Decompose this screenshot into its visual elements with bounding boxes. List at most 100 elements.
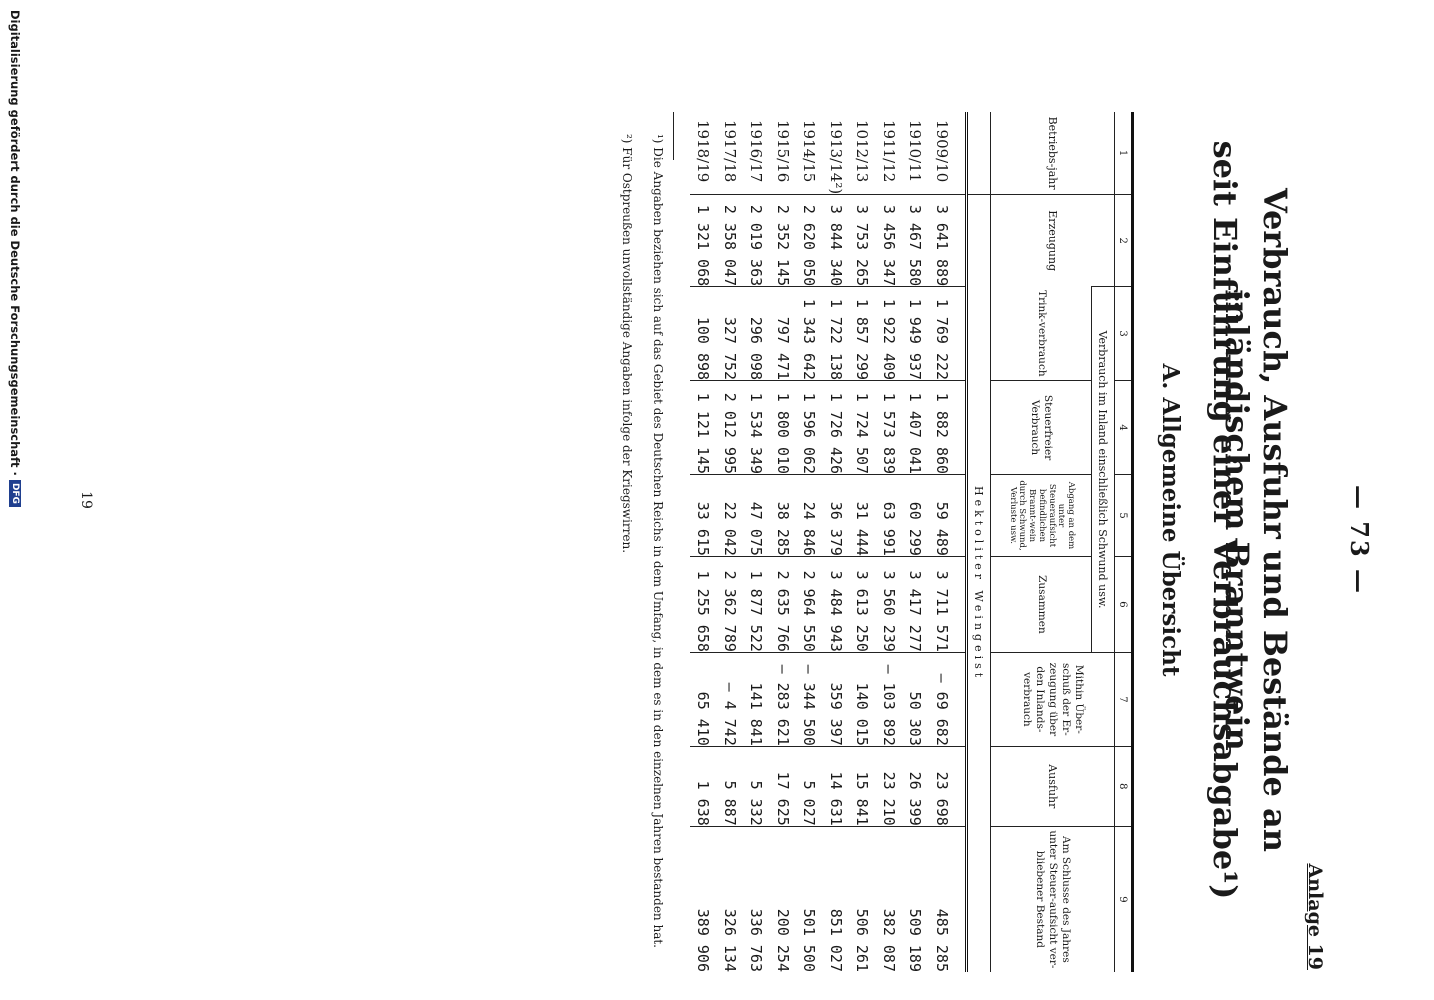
year-cell: 1012/13: [853, 120, 872, 183]
value-cell: — 69 682: [928, 652, 967, 747]
value-cell: 3 484 943: [822, 556, 849, 653]
value-cell: — 4 742: [716, 652, 743, 747]
value-cell: 26 399: [902, 746, 929, 827]
value-cell: 5 027: [796, 746, 823, 827]
page-number: — 73 —: [1345, 484, 1374, 596]
value-cell: 1 857 299: [849, 286, 876, 381]
value-cell: 326 134: [716, 826, 743, 972]
value-cell: 1 321 068: [690, 194, 717, 287]
value-cell: 17 625: [769, 746, 796, 827]
value-cell: 336 763: [743, 826, 770, 972]
header-drinking-consumption: Trink-verbrauch: [990, 286, 1092, 381]
column-number: 8: [1114, 746, 1133, 827]
value-cell: 141 841: [743, 652, 770, 747]
column-number: 3: [1114, 286, 1133, 381]
footnote-2: ²) Für Ostpreußen unvollständige Angaben…: [620, 134, 634, 554]
value-cell: 24 846: [796, 474, 823, 557]
value-cell: 797 471: [769, 286, 796, 381]
value-cell: 501 500: [796, 826, 823, 972]
annex-label: Anlage 19: [1304, 863, 1326, 970]
value-cell: 100 898: [690, 286, 717, 381]
value-cell: 36 379: [822, 474, 849, 557]
value-cell: 1 949 937: [902, 286, 929, 381]
header-surplus: Mithin Über-schuß der Er-zeugung über de…: [990, 652, 1115, 747]
statistics-table: 1 2 3 4 5 6 7 8 9 Betriebs-jahr Erzeugun…: [690, 112, 1134, 972]
value-cell: 1 343 642: [796, 286, 823, 381]
header-total: Zusammen: [990, 556, 1092, 653]
digitization-credit: Digitalisierung gefördert durch die Deut…: [8, 10, 22, 990]
column-number: 4: [1114, 380, 1133, 475]
value-cell: — 344 500: [796, 652, 823, 747]
value-cell: 382 087: [875, 826, 902, 972]
value-cell: 59 489: [928, 474, 967, 557]
column-number: 2: [1114, 194, 1133, 287]
value-cell: 5 332: [743, 746, 770, 827]
value-cell: 3 417 277: [902, 556, 929, 653]
value-cell: 23 698: [928, 746, 967, 827]
value-cell: 33 615: [690, 474, 717, 557]
value-cell: 389 906: [690, 826, 717, 972]
header-export: Ausfuhr: [990, 746, 1115, 827]
value-cell: — 283 621: [769, 652, 796, 747]
value-cell: 359 397: [822, 652, 849, 747]
statistics-table-container: 1 2 3 4 5 6 7 8 9 Betriebs-jahr Erzeugun…: [690, 112, 1134, 972]
value-cell: 2 964 550: [796, 556, 823, 653]
header-tax-free-consumption: Steuerfreier Verbrauch: [990, 380, 1092, 475]
value-cell: 2 012 995: [716, 380, 743, 475]
header-stock: Am Schlusse des Jahres unter Steuer-aufs…: [990, 826, 1115, 972]
folio-number: 19: [78, 491, 94, 509]
year-cell: 1909/10: [932, 120, 951, 183]
value-cell: 38 285: [769, 474, 796, 557]
value-cell: 3 467 580: [902, 194, 929, 287]
value-cell: 2 358 047: [716, 194, 743, 287]
value-cell: 23 210: [875, 746, 902, 827]
value-cell: 1 121 145: [690, 380, 717, 475]
value-cell: 2 362 789: [716, 556, 743, 653]
value-cell: 15 841: [849, 746, 876, 827]
value-cell: 2 635 766: [769, 556, 796, 653]
unit-label: Hektoliter Weingeist: [966, 194, 991, 972]
value-cell: 2 620 050: [796, 194, 823, 287]
dfg-logo-icon: DFG: [9, 479, 21, 507]
value-cell: 1 534 349: [743, 380, 770, 475]
value-cell: 1 726 426: [822, 380, 849, 475]
column-number: 6: [1114, 556, 1133, 653]
value-cell: 50 303: [902, 652, 929, 747]
value-cell: 1 922 409: [875, 286, 902, 381]
group-header-row: Betriebs-jahr Erzeugung Verbrauch im Inl…: [990, 112, 1115, 972]
value-cell: 60 299: [902, 474, 929, 557]
unit-row: Hektoliter Weingeist: [966, 112, 991, 972]
year-cell: 1914/15: [800, 120, 819, 183]
year-cell: 1911/12: [879, 120, 898, 183]
value-cell: 3 560 239: [875, 556, 902, 653]
value-cell: 1 596 062: [796, 380, 823, 475]
value-cell: 1 255 658: [690, 556, 717, 653]
value-cell: 1 800 010: [769, 380, 796, 475]
value-cell: 1 882 860: [928, 380, 967, 475]
value-cell: 22 042: [716, 474, 743, 557]
value-cell: 2 352 145: [769, 194, 796, 287]
value-cell: 509 189: [902, 826, 929, 972]
value-cell: 200 254: [769, 826, 796, 972]
value-cell: 3 641 889: [928, 194, 967, 287]
column-number-row: 1 2 3 4 5 6 7 8 9: [1114, 112, 1133, 972]
column-number: 1: [1114, 112, 1133, 195]
header-year: Betriebs-jahr: [990, 112, 1115, 195]
header-domestic-consumption-group: Verbrauch im Inland einschließlich Schwu…: [1091, 286, 1115, 653]
column-number: 9: [1114, 826, 1133, 972]
column-number: 7: [1114, 652, 1133, 747]
value-cell: 3 753 265: [849, 194, 876, 287]
credit-text: Digitalisierung gefördert durch die Deut…: [8, 10, 22, 476]
value-cell: 14 631: [822, 746, 849, 827]
